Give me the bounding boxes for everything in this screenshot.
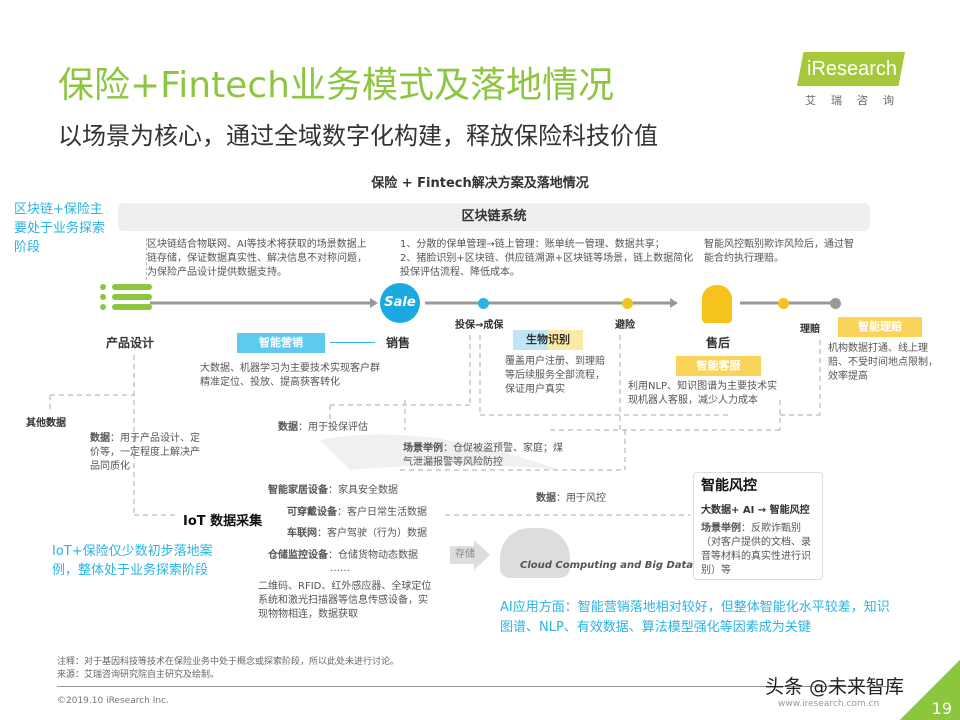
iot-item-value: ：客户驾驶（行为）数据 — [317, 528, 427, 539]
scene-desc: ：仓促被盗预警、家庭；煤气泄漏报警等风险防控 — [403, 443, 563, 468]
risk-scene: 场景举例：反欺诈甄别（对客户提供的文档、录音等材料的真实性进行识别）等 — [701, 522, 819, 578]
tag-smart-service: 智能客服 — [676, 356, 761, 376]
logo-subtitle: 艾瑞咨询 — [805, 94, 909, 107]
scene: 场景举例：仓促被盗预警、家庭；煤气泄漏报警等风险防控 — [403, 442, 568, 470]
iot-item-key: 智能家居设备 — [268, 485, 328, 496]
node-avoid: 避险 — [615, 320, 635, 331]
iot-item-key: 可穿戴设备 — [287, 507, 337, 518]
page-number: 19 — [931, 699, 952, 718]
node-underwrite: 投保→成保 — [455, 320, 504, 331]
ai-status: AI应用方面：智能营销落地相对较好，但整体智能化水平较差，知识图谱、NLP、有效… — [500, 600, 890, 635]
page-subtitle: 以场景为核心，通过全域数字化构建，释放保险科技价值 — [58, 122, 658, 150]
page-title: 保险+Fintech业务模式及落地情况 — [58, 65, 614, 106]
cloud-label: Cloud Computing and Big Data — [520, 560, 694, 571]
person-icon — [702, 285, 732, 323]
risk-scene-label: 场景举例 — [701, 523, 741, 534]
blockchain-note-3: 智能风控甄别欺诈风险后，通过智能合约执行理赔。 — [704, 239, 854, 264]
iot-item-value: ：仓储货物动态数据 — [328, 550, 418, 561]
biometric-desc: 覆盖用户注册、到理赔等后续服务全部流程，保证用户真实 — [505, 356, 605, 395]
product-design-icon — [100, 284, 152, 310]
data-underwrite-desc: ：用于投保评估 — [298, 422, 368, 433]
iot-status: IoT+保险仅少数初步落地案例，整体处于业务探索阶段 — [52, 544, 213, 578]
claims-desc: 机构数据打通、线上理赔、不受时间地点限制，效率提高 — [828, 343, 938, 382]
iot-item-key: 车联网 — [287, 528, 317, 539]
data-product: 数据：用于产品设计、定价等，一定程度上解决产品同质化 — [90, 432, 200, 474]
iot-item: 仓储监控设备：仓储货物动态数据 — [268, 549, 418, 563]
data-risk-desc: ：用于风控 — [556, 493, 606, 504]
claim-dot — [778, 298, 789, 309]
marketing-arrow — [330, 342, 375, 343]
blockchain-note-2: 1、分散的保单管理→链上管理：账单统一管理、数据共享； 2、猪脸识别+区块链、供… — [400, 239, 694, 278]
underwrite-dot — [478, 298, 489, 309]
blockchain-status: 区块链+保险主要处于业务探索阶段 — [14, 202, 106, 255]
tag-smart-marketing: 智能营销 — [237, 333, 325, 353]
scene-label: 场景举例 — [403, 443, 443, 454]
cloud-icon — [500, 528, 570, 578]
footer-source: 来源：艾瑞咨询研究院自主研究及绘制。 — [57, 670, 220, 680]
data-product-label: 数据 — [90, 433, 110, 444]
data-underwrite-label: 数据 — [278, 422, 298, 433]
avoid-dot — [622, 298, 633, 309]
tag-smart-claims: 智能理赔 — [838, 317, 922, 337]
node-after-sales: 售后 — [706, 336, 731, 350]
risk-control-card: 智能风控 大数据+ AI → 智能风控 场景举例：反欺诈甄别（对客户提供的文档、… — [693, 472, 823, 580]
iot-ellipsis: …… — [330, 563, 350, 574]
sale-icon: Sale — [380, 283, 420, 323]
footer-divider — [57, 686, 897, 687]
page-corner — [900, 660, 960, 720]
risk-scene-desc: ：反欺诈甄别（对客户提供的文档、录音等材料的真实性进行识别）等 — [701, 523, 811, 576]
marketing-desc: 大数据、机器学习为主要技术实现客户群精准定位、投放、提高获客转化 — [200, 363, 380, 388]
tag-biometric-a: 生物 — [526, 333, 548, 346]
end-dot — [830, 298, 841, 309]
watermark-swirl — [320, 434, 560, 470]
node-claim: 理赔 — [800, 324, 820, 335]
copyright: ©2019.10 iResearch Inc. — [57, 696, 169, 706]
risk-formula: 大数据+ AI → 智能风控 — [701, 505, 810, 516]
data-risk-label: 数据 — [536, 493, 556, 504]
service-desc: 利用NLP、知识图谱为主要技术实现机器人客服，减少人力成本 — [628, 381, 778, 406]
footer-note: 注释：对于基因科技等技术在保险业务中处于概念或探索阶段，所以此处未进行讨论。 — [57, 657, 400, 667]
iot-item: 可穿戴设备：客户日常生活数据 — [287, 506, 427, 520]
iresearch-logo: iResearch — [797, 52, 905, 86]
blockchain-system-bar: 区块链系统 — [118, 203, 870, 231]
iot-item-value: ：客户日常生活数据 — [337, 507, 427, 518]
iot-item-key: 仓储监控设备 — [268, 550, 328, 561]
iot-item: 车联网：客户驾驶（行为）数据 — [287, 527, 427, 541]
data-risk: 数据：用于风控 — [536, 492, 606, 506]
node-sales: 销售 — [386, 336, 411, 350]
tag-biometric-b: 识别 — [548, 333, 570, 346]
other-data-label: 其他数据 — [26, 418, 66, 429]
data-underwrite: 数据：用于投保评估 — [278, 421, 368, 435]
iot-item-value: ：家具安全数据 — [328, 485, 398, 496]
data-product-desc: ：用于产品设计、定价等，一定程度上解决产品同质化 — [90, 433, 200, 472]
iot-title: IoT 数据采集 — [183, 514, 263, 529]
blockchain-note-1: 区块链结合物联网、AI等技术将获取的场景数据上链存储，保证数据真实性、解决信息不… — [146, 238, 371, 280]
tag-biometric: 生物识别 — [513, 330, 583, 350]
risk-title: 智能风控 — [701, 478, 757, 494]
website: www.iresearch.com.cn — [778, 699, 880, 709]
iot-item: 智能家居设备：家具安全数据 — [268, 484, 398, 498]
diagram-title: 保险 + Fintech解决方案及落地情况 — [371, 176, 589, 191]
iot-desc: 二维码、RFID、红外感应器、全球定位系统和激光扫描器等信息传感设备，实现物物相… — [258, 581, 432, 620]
node-product-design: 产品设计 — [106, 336, 155, 350]
watermark: 头条 @未来智库 — [765, 676, 905, 698]
